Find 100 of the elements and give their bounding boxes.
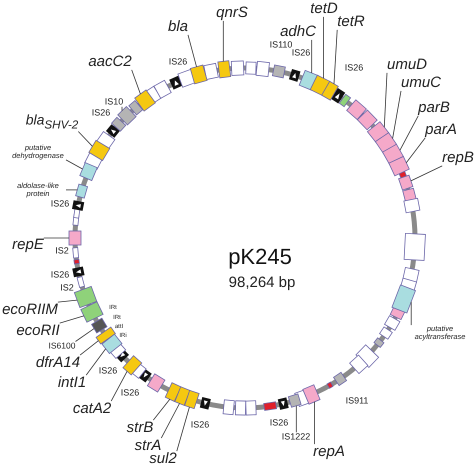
element-label: IS26 <box>50 270 70 280</box>
leader-line <box>410 301 412 326</box>
element-label: IS26 <box>270 418 288 428</box>
leader-line <box>323 16 324 79</box>
gene-block <box>391 284 416 314</box>
element-label: IS26 <box>168 57 188 67</box>
gene-block <box>75 184 88 199</box>
gene-label: umuC <box>401 75 441 91</box>
gene-label: aacC2 <box>88 54 132 70</box>
gene-block <box>302 384 321 405</box>
leader-line <box>176 406 190 452</box>
gene-block <box>326 382 334 389</box>
gene-label: ecoRIIM <box>2 302 58 318</box>
gene-block <box>230 60 244 76</box>
leader-line <box>384 72 388 128</box>
leader-line <box>160 403 180 438</box>
gene-block <box>379 326 393 340</box>
leader-line <box>400 116 419 151</box>
gene-block <box>117 106 137 126</box>
leader-line <box>131 70 141 94</box>
gene-block <box>146 373 166 393</box>
insertion-sequence-block <box>288 68 300 82</box>
gene-block <box>404 232 426 261</box>
leader-line <box>58 300 78 302</box>
leader-line <box>314 401 315 444</box>
leader-line <box>86 348 106 376</box>
gene-block <box>398 174 414 191</box>
element-label: IS26 <box>92 108 110 118</box>
gene-label: strA <box>134 438 162 454</box>
gene-block <box>74 286 98 308</box>
gene-block <box>222 399 235 416</box>
gene-block <box>80 301 104 323</box>
insertion-sequence-block <box>106 124 120 138</box>
gene-label: ecoRII <box>16 323 60 339</box>
leader-line <box>410 166 443 182</box>
gene-label: bla$_{SHV-2}$ <box>26 112 78 132</box>
gene-block <box>384 315 400 331</box>
gene-block <box>79 162 98 182</box>
leader-line <box>188 34 197 68</box>
gene-block <box>288 393 302 408</box>
gene-block <box>321 80 339 101</box>
gene-block <box>217 60 232 78</box>
gene-label: qnrS <box>216 5 248 21</box>
gene-label: repA <box>313 444 345 460</box>
gene-label: parB <box>418 100 450 116</box>
gene-label: sul2 <box>149 451 177 467</box>
plasmid-name: pK245 <box>228 244 292 270</box>
gene-block <box>272 64 286 78</box>
element-label: IS26 <box>344 63 364 73</box>
element-label: IS26 <box>120 388 140 398</box>
insertion-sequence-block <box>72 266 85 278</box>
gene-label: tetD <box>310 1 338 17</box>
gene-block <box>256 60 270 77</box>
element-label: IS26 <box>292 48 310 58</box>
insertion-sequence-block <box>72 200 84 211</box>
gene-block <box>234 400 246 416</box>
gene-block <box>402 266 420 283</box>
element-label: IS26 <box>98 366 118 376</box>
gene-block <box>245 400 257 416</box>
leader-line <box>110 370 128 402</box>
insertion-sequence-block <box>278 397 289 410</box>
gene-block <box>245 62 257 75</box>
element-label: IS2 <box>60 283 74 293</box>
leader-line <box>392 90 402 139</box>
gene-block <box>128 100 144 116</box>
gene-block <box>190 64 208 84</box>
gene-label: strB <box>126 420 154 436</box>
gene-block <box>373 337 385 348</box>
leader-line <box>334 30 338 84</box>
gene-label: umuD <box>387 57 427 73</box>
gene-block <box>263 401 278 411</box>
gene-block <box>134 89 156 112</box>
gene-label: dfrA14 <box>36 355 80 371</box>
gene-block <box>110 116 126 132</box>
leader-line <box>406 138 426 164</box>
gene-block <box>310 74 330 96</box>
gene-block <box>76 276 85 288</box>
gene-block <box>338 94 352 108</box>
element-label: 98,264 bp <box>228 275 296 291</box>
gene-label: intI1 <box>58 375 86 391</box>
gene-block <box>73 258 80 264</box>
gene-label: catA2 <box>72 401 112 417</box>
gene-block <box>388 156 410 176</box>
element-label: IS26 <box>50 199 70 209</box>
gene-label: parA <box>425 122 457 138</box>
gene-label: adhC <box>280 24 316 40</box>
gene-label: repB <box>442 150 474 166</box>
element-label: IS26 <box>190 420 210 430</box>
gene-label: IS1222 <box>282 432 310 442</box>
leader-line <box>296 405 297 433</box>
leader-line <box>222 20 224 62</box>
gene-block <box>164 382 182 402</box>
gene-block <box>174 386 191 406</box>
insertion-sequence-block <box>200 397 211 410</box>
leader-line <box>80 340 99 356</box>
gene-block <box>68 230 82 246</box>
gene-label: IS6100 <box>48 342 76 350</box>
gene-label: bla <box>168 19 188 35</box>
leader-line <box>78 131 93 147</box>
leader-line <box>66 160 83 170</box>
